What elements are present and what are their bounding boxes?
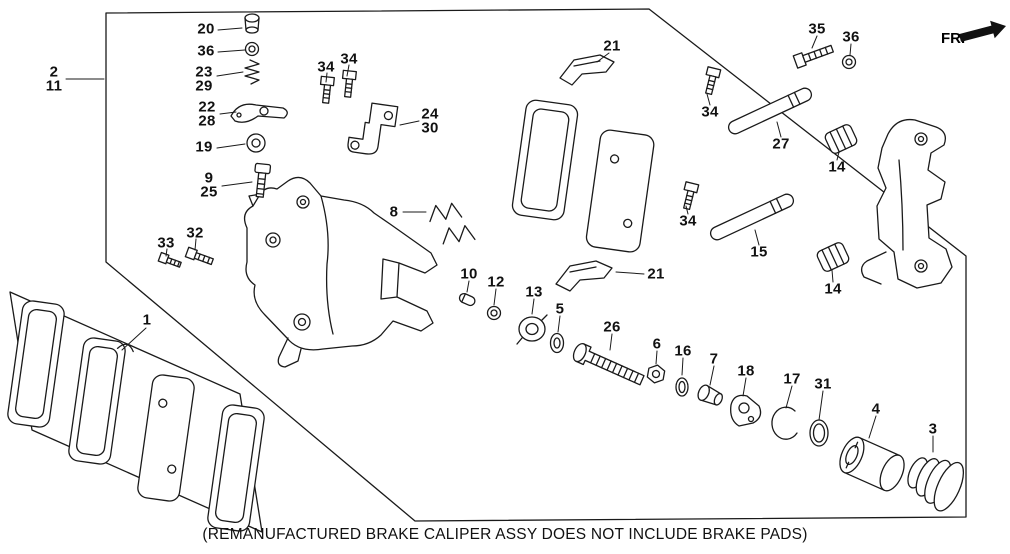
part-number-2: 2 (49, 63, 59, 81)
part-number-12: 12 (487, 273, 505, 291)
fr-direction-arrow (959, 20, 1006, 42)
washer-36-left (244, 41, 260, 57)
pad-clip-bottom (555, 260, 613, 292)
bolt-35 (792, 44, 834, 69)
adjusting-bolt (572, 342, 645, 386)
part-number-26: 26 (603, 318, 621, 336)
part-number-27: 27 (772, 135, 790, 153)
spring-washer-5 (549, 332, 565, 354)
part-number-32: 32 (186, 224, 204, 242)
lever-plate (730, 394, 762, 427)
part-number-3: 3 (928, 420, 938, 438)
roll-pin (458, 292, 476, 307)
part-number-31: 31 (814, 375, 832, 393)
brake-pad-a (7, 300, 65, 428)
part-number-36: 36 (842, 28, 860, 46)
adjuster-hub (516, 314, 548, 345)
o-ring-small (486, 305, 502, 321)
brake-pad-b (68, 337, 134, 465)
part-number-23: 23 (195, 63, 213, 81)
pawl-arm (230, 103, 288, 123)
part-number-16: 16 (674, 342, 692, 360)
inner-pad (511, 99, 579, 221)
pad-retainer-springs (429, 202, 476, 245)
diagram-caption: (REMANUFACTURED BRAKE CALIPER ASSY DOES … (202, 526, 808, 543)
part-number-14: 14 (828, 158, 846, 176)
guide-pin-upper (727, 87, 813, 135)
bolt-34d (683, 181, 700, 211)
part-number-25: 25 (200, 183, 218, 201)
part-number-34: 34 (701, 103, 719, 121)
part-number-15: 15 (750, 243, 768, 261)
guide-pin-lower (709, 193, 795, 241)
part-number-13: 13 (525, 283, 543, 301)
part-number-34: 34 (317, 58, 335, 76)
part-number-10: 10 (460, 265, 478, 283)
piston-boot (907, 457, 965, 512)
return-spring (244, 59, 260, 85)
assembly-boundary (105, 8, 967, 522)
part-number-19: 19 (195, 138, 213, 156)
lock-bracket (347, 102, 399, 155)
piston (839, 436, 905, 492)
pad-shim-c (137, 374, 195, 502)
fr-label: FR. (941, 30, 966, 47)
part-number-20: 20 (197, 20, 215, 38)
part-number-34: 34 (340, 50, 358, 68)
pad-shim-d (207, 404, 265, 532)
part-number-7: 7 (709, 350, 719, 368)
adjusting-nut (646, 364, 666, 384)
bolt-34b (341, 69, 357, 98)
outer-pad (585, 129, 655, 253)
o-ring-31 (809, 419, 829, 447)
pin-boot-lower (816, 242, 850, 272)
caliper-body (243, 176, 438, 368)
part-number-1: 1 (142, 311, 152, 329)
bleeder-cap (244, 13, 260, 34)
pin-boot-upper (824, 124, 858, 154)
part-number-33: 33 (157, 234, 175, 252)
part-number-24: 24 (421, 105, 439, 123)
part-number-36: 36 (197, 42, 215, 60)
bolt-34a (319, 75, 335, 104)
part-number-21: 21 (603, 37, 621, 55)
part-number-34: 34 (679, 212, 697, 230)
part-number-28: 28 (198, 112, 216, 130)
cam-washer (246, 133, 266, 153)
pad-clip-top (559, 54, 615, 86)
washer-16 (675, 377, 689, 397)
washer-36-right (841, 54, 857, 70)
part-number-17: 17 (783, 370, 801, 388)
part-number-9: 9 (204, 169, 214, 187)
parking-bolt (254, 162, 272, 198)
bolt-33 (157, 251, 182, 268)
leader-lines (65, 27, 934, 453)
bolt-32 (184, 246, 214, 266)
part-number-14: 14 (824, 280, 842, 298)
spring-cup (697, 384, 723, 406)
part-number-30: 30 (421, 119, 439, 137)
part-number-29: 29 (195, 77, 213, 95)
part-number-11: 11 (45, 77, 63, 95)
part-number-6: 6 (652, 335, 662, 353)
snap-ring (771, 406, 798, 440)
part-number-5: 5 (555, 300, 565, 318)
bolt-34c (705, 66, 722, 96)
part-number-35: 35 (808, 20, 826, 38)
part-number-18: 18 (737, 362, 755, 380)
caliper-bracket (860, 118, 953, 289)
part-number-8: 8 (389, 203, 399, 221)
part-number-21: 21 (647, 265, 665, 283)
part-number-22: 22 (198, 98, 216, 116)
part-number-4: 4 (871, 400, 881, 418)
